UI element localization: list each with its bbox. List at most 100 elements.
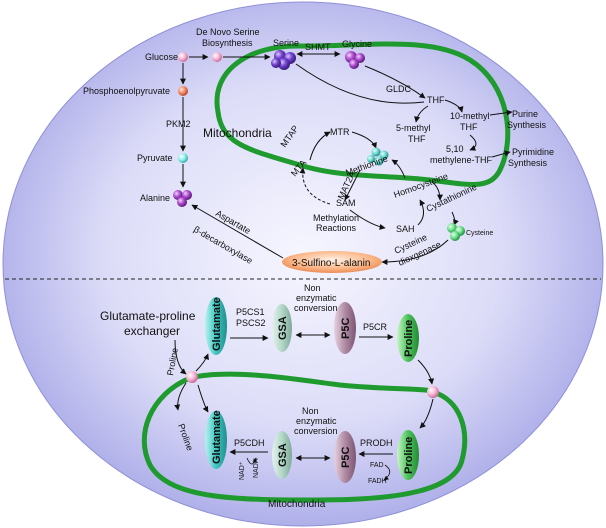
- p5cr-label: P5CR: [363, 322, 388, 332]
- exchanger-label-1: Glutamate-proline: [100, 309, 196, 323]
- proline-top-label: Proline: [403, 320, 415, 357]
- to-purine-arrow: [489, 109, 513, 116]
- gsa-top-label: GSA: [277, 316, 289, 340]
- p5cs1-label: P5CS1: [236, 307, 265, 317]
- pyruvate-label: Pyruvate: [137, 153, 173, 163]
- pkm2-label: PKM2: [166, 119, 191, 129]
- methylation-label-1: Methylation: [313, 213, 359, 223]
- mtr-to-methionine-arrow: [351, 131, 377, 149]
- mtr-label: MTR: [330, 127, 350, 137]
- glucose-ball: [178, 52, 188, 62]
- p5c-bottom-ellipse: [334, 431, 356, 483]
- thf-to-10methyl-arrow: [444, 99, 464, 113]
- ten-methyl-label-2: THF: [460, 122, 478, 132]
- nonenz-bottom-1: Non: [302, 406, 319, 416]
- gsa-bottom-label: GSA: [277, 443, 289, 467]
- gldc-label: GLDC: [386, 84, 412, 94]
- nad-loop: [246, 457, 257, 465]
- glucose-label: Glucose: [145, 52, 178, 62]
- methylation-label-2: Reactions: [316, 223, 357, 233]
- pore-to-proline-mito-arrow: [174, 382, 187, 411]
- p5c-bottom-label: P5C: [340, 447, 352, 468]
- glycine-molecule-icon: [345, 51, 365, 69]
- glutamate-bottom-ellipse: [205, 411, 227, 469]
- shmt-label: SHMT: [305, 42, 331, 52]
- pore-to-glutamate-top-arrow: [195, 353, 209, 372]
- sulfino-ellipse: [282, 251, 382, 273]
- serine-to-thf-curve: [295, 63, 425, 104]
- proline-left-label: Proline: [165, 347, 180, 376]
- gsa-top-ellipse: [272, 304, 292, 352]
- pep-ball: [178, 86, 188, 96]
- sah-to-homocysteine-arrow: [417, 199, 426, 226]
- nonenz-bottom-2: enzymatic: [296, 416, 337, 426]
- five-methyl-label-2: THF: [408, 134, 426, 144]
- pyruvate-ball: [178, 153, 188, 163]
- alanine-molecule-icon: [173, 190, 192, 207]
- pyrimidine-label-1: Pyrimidine: [512, 147, 554, 157]
- thf-to-5methyl-arrow: [414, 105, 429, 123]
- p5c-top-ellipse: [334, 302, 356, 354]
- proline-right-top-to-pore-arrow: [417, 359, 435, 385]
- exchanger-pore-left: [186, 371, 198, 383]
- glutamate-out-arrow: [197, 384, 209, 413]
- fad-loop: [383, 464, 391, 481]
- serine-molecule-icon: [271, 50, 296, 70]
- sulfino-label: 3-Sulfino-L-alanin: [292, 258, 370, 269]
- cysteine-label: Cysteine: [466, 230, 493, 237]
- exchanger-pore-right: [427, 386, 439, 398]
- methylene-label-1: 5,10: [446, 144, 464, 154]
- homocysteine-to-methionine-arrow: [391, 159, 406, 179]
- thf-label: THF: [427, 95, 445, 105]
- nonenz-top-3: conversion: [294, 303, 338, 313]
- nad-label: NAD⁺: [239, 461, 246, 480]
- pore-to-proline-bottom-arrow: [419, 398, 434, 429]
- cysteine-to-sulfino-arrow: [381, 239, 449, 265]
- methylene-loop: [469, 134, 477, 151]
- exchanger-label-2: exchanger: [124, 324, 180, 338]
- proline-bottom-ellipse: [397, 430, 419, 480]
- to-pyrimidine-arrow: [491, 150, 511, 158]
- p5c-top-label: P5C: [340, 318, 352, 339]
- mta-to-mtr-arrow: [309, 131, 331, 161]
- proline-bottom-label: Proline: [403, 437, 415, 474]
- prodh-label: PRODH: [360, 438, 393, 448]
- denovo-label-1: De Novo Serine: [196, 27, 260, 37]
- p5cdh-label: P5CDH: [234, 438, 265, 448]
- bottom-mitochondrion-membrane: [141, 371, 468, 503]
- denovo-ball: [212, 52, 222, 62]
- pep-label: Phosphoenolpyruvate: [83, 86, 170, 96]
- bottom-mitochondria-label: Mitochondria: [268, 499, 326, 510]
- sam-to-sah-arrow: [349, 209, 386, 230]
- nonenz-top-1: Non: [304, 283, 321, 293]
- pyrimidine-label-2: Synthesis: [508, 158, 548, 168]
- nonenz-bottom-3: conversion: [294, 426, 338, 436]
- denovo-label-2: Biosynthesis: [202, 38, 253, 48]
- glutamate-bottom-label: Glutamate: [211, 410, 223, 464]
- sam-label: SAM: [336, 198, 356, 208]
- glycine-label: Glycine: [342, 39, 372, 49]
- top-mitochondrion-membrane: [214, 41, 511, 187]
- methionine-molecule-icon: [367, 147, 389, 166]
- sah-label: SAH: [396, 224, 415, 234]
- p5cs2-label: PSCS2: [236, 318, 266, 328]
- methylene-label-2: methylene-THF: [430, 155, 493, 165]
- top-mitochondria-label: Mitochondria: [203, 126, 272, 140]
- sulfino-to-alanine-arrow: [191, 204, 284, 259]
- ten-methyl-label-1: 10-methyl: [450, 111, 490, 121]
- alanine-label: Alanine: [140, 193, 170, 203]
- cysteine-molecule-icon: [447, 223, 465, 241]
- glutamate-top-label: Glutamate: [211, 297, 223, 351]
- homocysteine-to-cystathionine-arrow: [431, 181, 443, 201]
- gsa-bottom-ellipse: [272, 431, 292, 479]
- nonenz-top-2: enzymatic: [296, 293, 337, 303]
- nadh-label: NADH: [253, 458, 260, 478]
- fadh-label: FADH: [368, 478, 387, 485]
- proline-top-ellipse: [397, 314, 419, 362]
- glycine-to-thf-arrow: [364, 65, 426, 99]
- five-methyl-label-1: 5-methyl: [396, 123, 431, 133]
- glutamate-top-ellipse: [205, 297, 227, 355]
- purine-label-2: Synthesis: [507, 120, 547, 130]
